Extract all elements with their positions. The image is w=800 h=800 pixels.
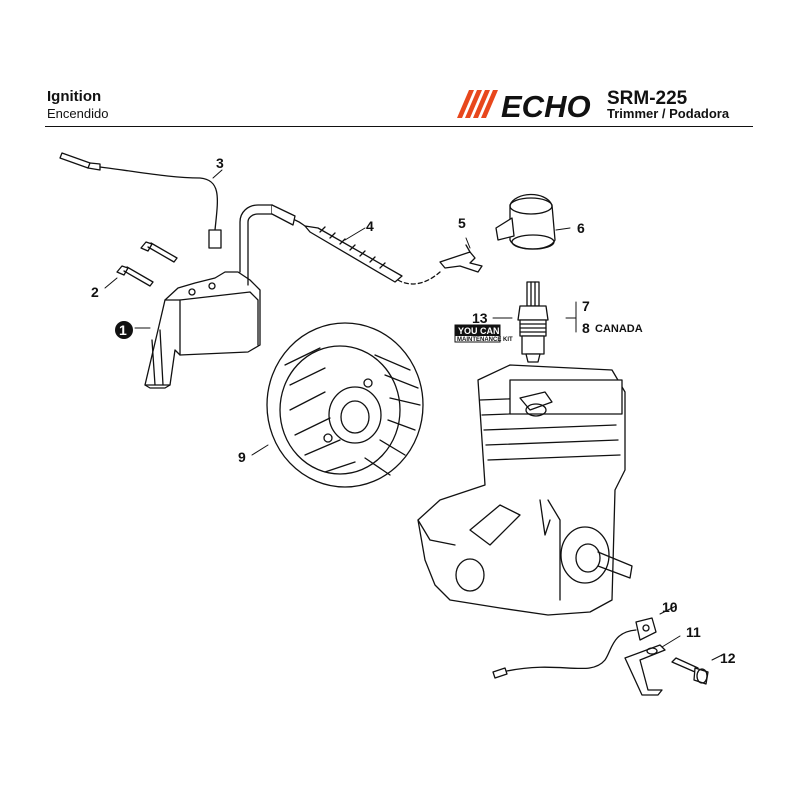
spark-plug-part (517, 281, 549, 363)
callout-12: 12 (720, 650, 736, 666)
engine-block (417, 364, 633, 616)
flywheel-part (266, 322, 424, 488)
kit-badge-can: CAN (480, 326, 500, 336)
bracket-screw-part (671, 657, 709, 685)
callout-8: 8 (582, 320, 590, 336)
callout-3: 3 (216, 155, 224, 171)
callout-10: 10 (662, 599, 678, 615)
callout-6: 6 (577, 220, 585, 236)
maintenance-kit-badge: YOU CAN MAINTENANCE KIT (454, 324, 513, 343)
callout-1-marker (115, 321, 133, 339)
spring-boot-part (271, 204, 441, 285)
header-divider (45, 126, 753, 127)
page-subtitle: Encendido (47, 106, 109, 121)
ground-bracket-part (624, 644, 666, 696)
callout-11: 11 (686, 624, 701, 640)
callout-leaders (104, 169, 723, 661)
callout-9: 9 (238, 449, 246, 465)
screw-part (116, 241, 178, 287)
callout-8-note: CANADA (595, 323, 643, 335)
kit-badge-you: YOU (458, 326, 478, 336)
callout-2: 2 (91, 284, 99, 300)
callout-1: 1 (119, 322, 127, 338)
echo-logo: ECHO (457, 89, 591, 120)
callout-4: 4 (366, 218, 374, 234)
spark-plug-cap-part (495, 193, 556, 250)
page-title: Ignition (47, 88, 102, 105)
callout-13: 13 (472, 310, 488, 326)
callout-5: 5 (458, 215, 466, 231)
model-description: Trimmer / Podadora (607, 106, 730, 121)
ignition-coil-part (144, 204, 273, 389)
kit-badge-label: MAINTENANCE KIT (457, 337, 513, 343)
ground-wire-part (492, 617, 657, 679)
callout-7: 7 (582, 298, 590, 314)
spark-plug-clip-part (439, 244, 483, 273)
ignition-wire-part (59, 152, 222, 249)
model-number: SRM-225 (607, 88, 688, 109)
brand-wordmark: ECHO (501, 89, 591, 120)
